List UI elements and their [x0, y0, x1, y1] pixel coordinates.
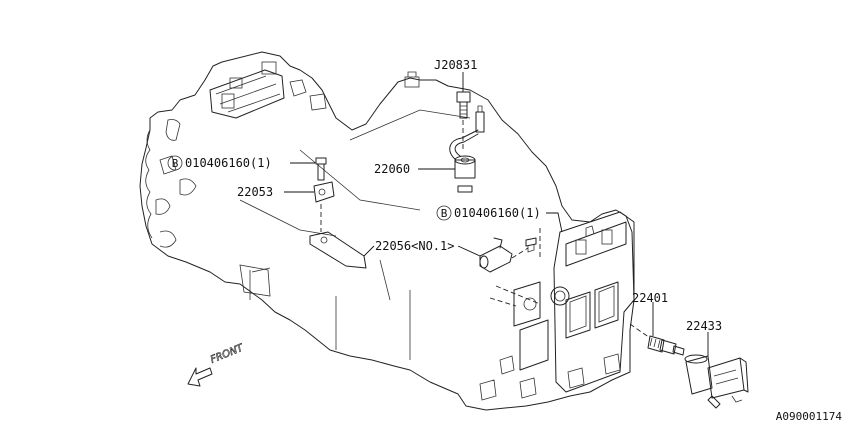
callout-text: 010406160(1) [454, 206, 541, 220]
bracket-22053 [309, 157, 367, 269]
callout-bolt-upper: B 010406160(1) [167, 155, 272, 171]
front-arrow-icon [187, 367, 213, 387]
bolt-j20831 [456, 91, 471, 150]
knock-sensor-22060 [449, 105, 485, 193]
front-direction-indicator: FRONT [187, 342, 246, 387]
ignition-coil-22433 [684, 354, 749, 409]
callout-22433: 22433 [686, 319, 722, 333]
spark-plug-22401 [629, 323, 685, 356]
badge-letter: B [172, 157, 179, 170]
circled-b-badge-icon [167, 155, 183, 171]
engine-block [139, 51, 635, 411]
callout-text: 010406160(1) [185, 156, 272, 170]
badge-letter: B [441, 207, 448, 220]
sensor-22056 [479, 237, 537, 273]
diagram-reference-number: A090001174 [776, 410, 843, 423]
callout-j20831: J20831 [434, 58, 477, 72]
circled-b-badge-icon [436, 205, 452, 221]
callout-bolt-lower: B 010406160(1) [436, 205, 541, 221]
callout-22053: 22053 [237, 185, 273, 199]
callout-22056: 22056<NO.1> [375, 239, 454, 253]
leader-lines [284, 72, 709, 356]
front-label: FRONT [209, 342, 246, 365]
callout-22401: 22401 [632, 291, 668, 305]
cylinder-head [479, 211, 635, 401]
callout-22060: 22060 [374, 162, 410, 176]
